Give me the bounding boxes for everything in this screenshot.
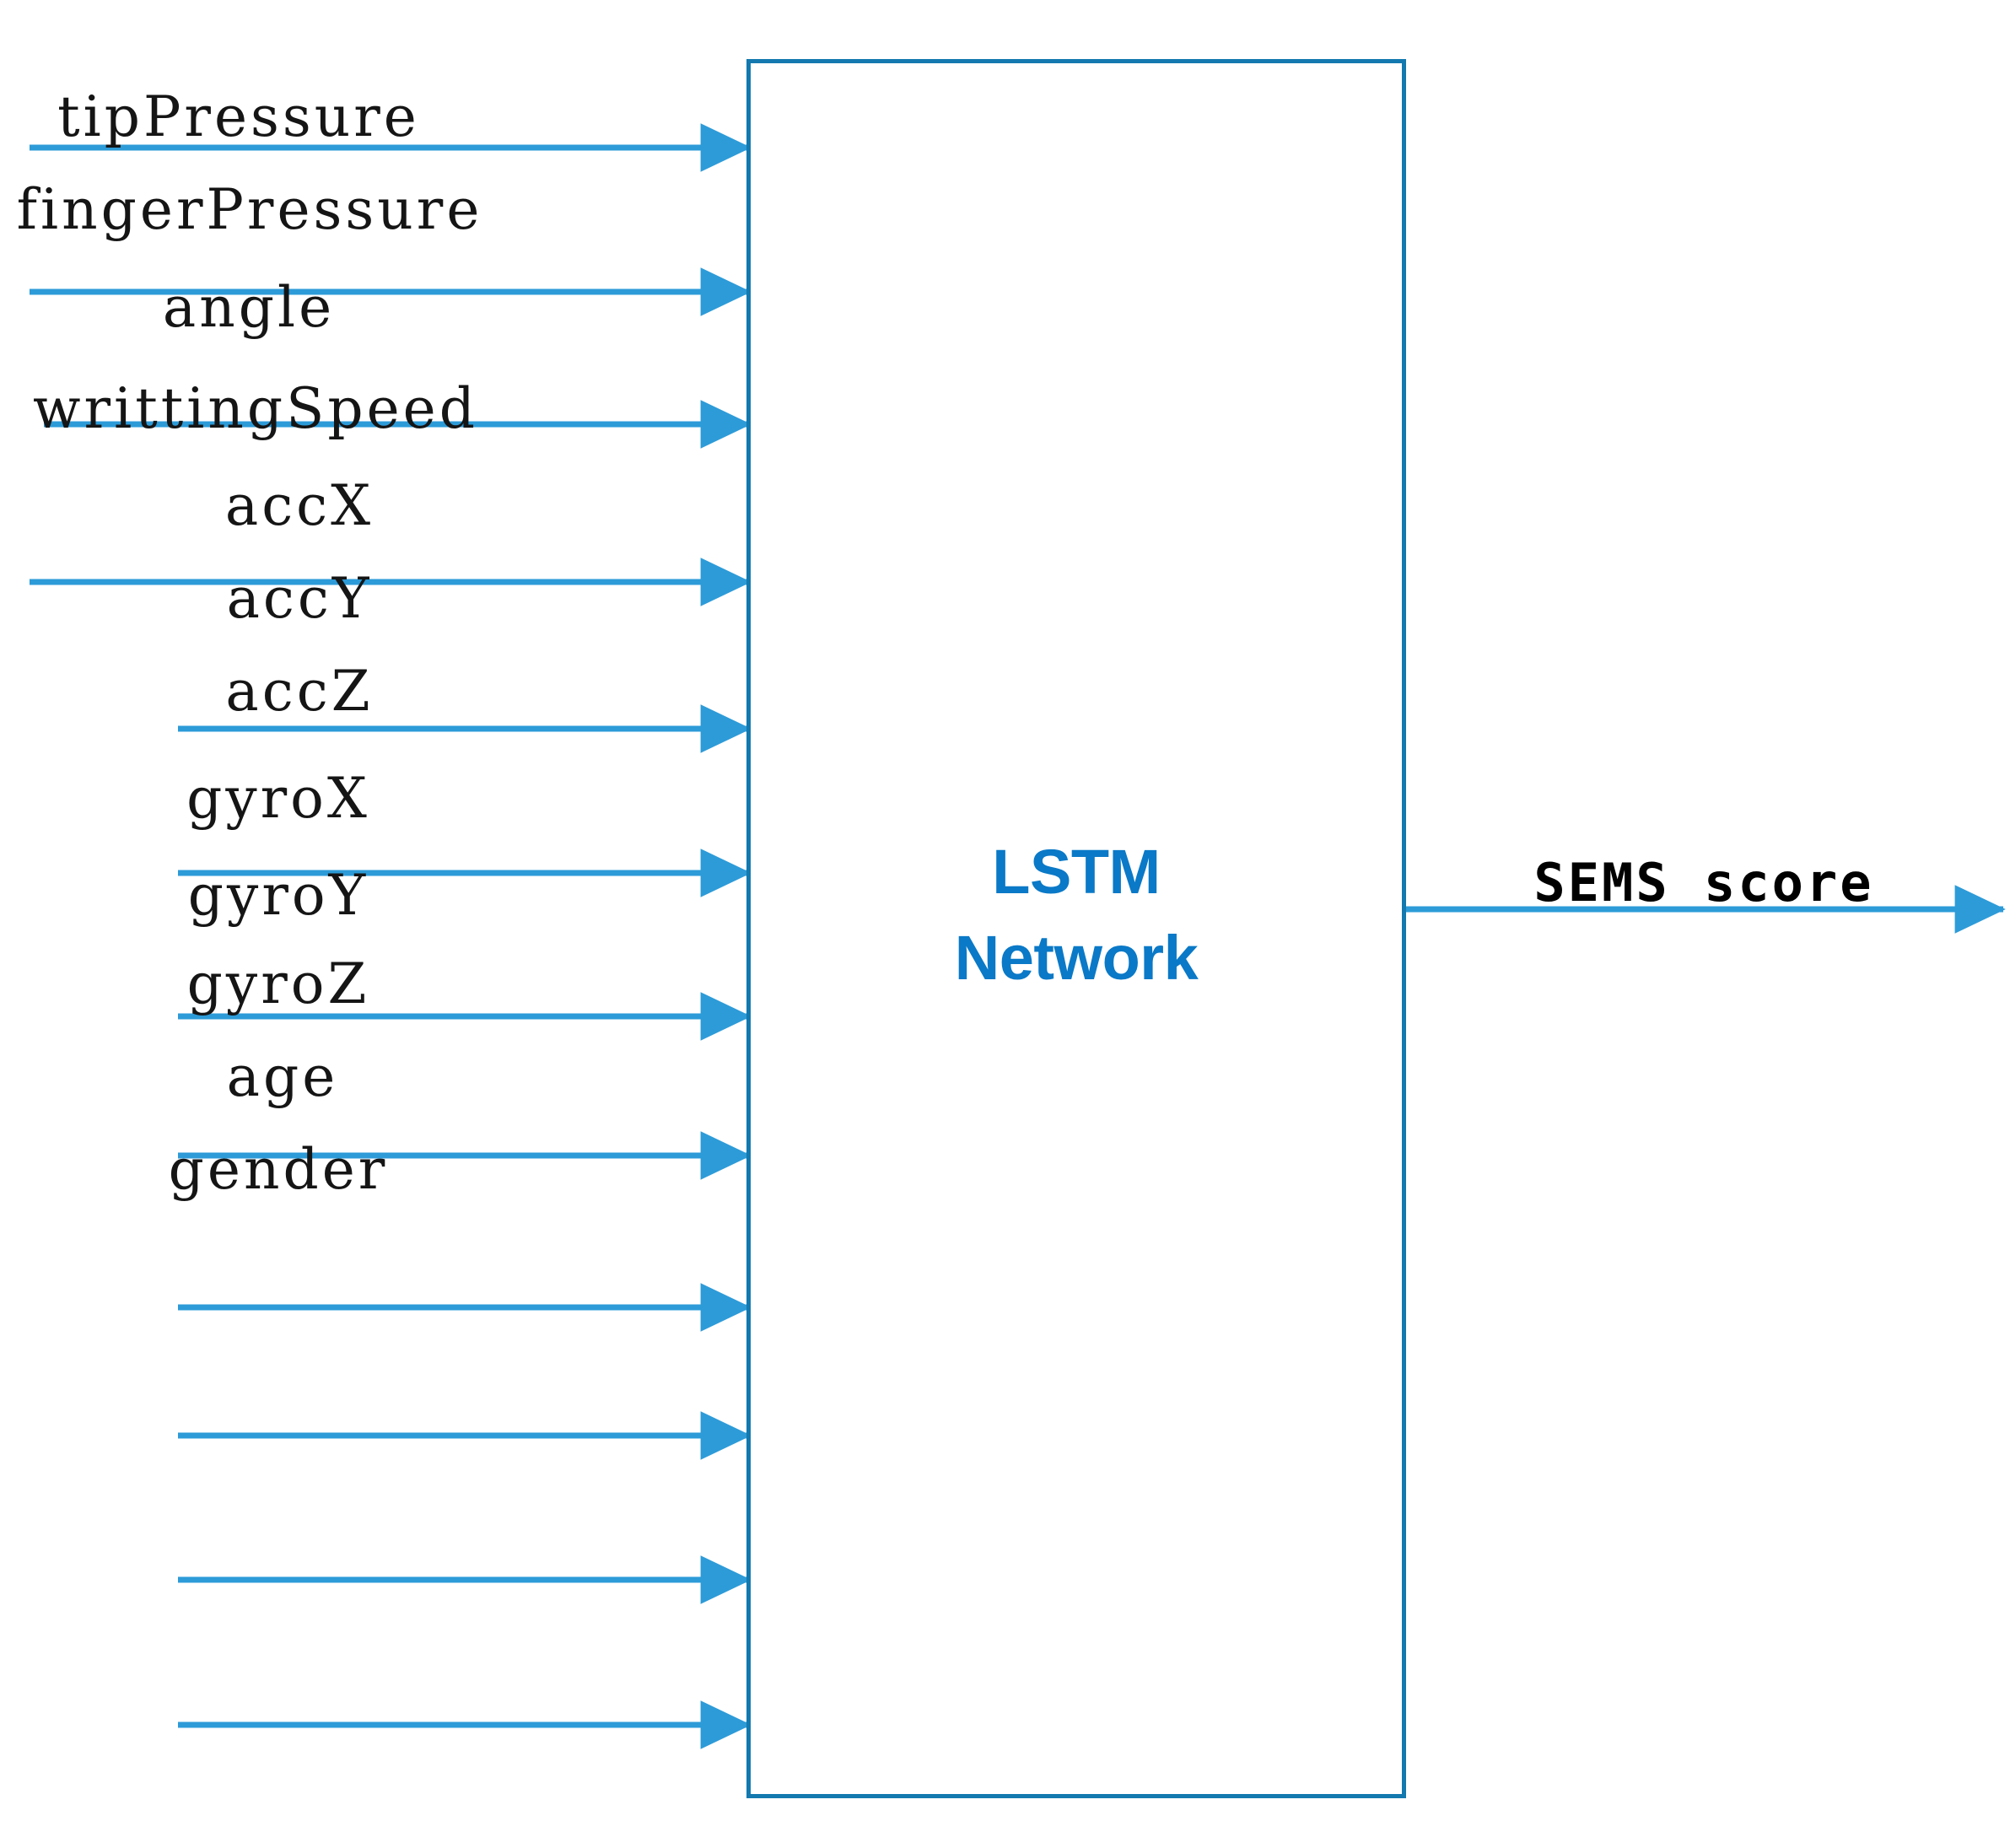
input-feature-label-accz: accZ (225, 659, 374, 724)
input-feature-label-gyroz: gyroZ (186, 951, 370, 1016)
output-score-label: SEMS score (1533, 852, 1874, 913)
lstm-network-label: LSTM Network (954, 837, 1199, 994)
input-feature-label-age: age (226, 1044, 339, 1109)
input-feature-label-fingerpressure: fingerPressure (16, 177, 483, 242)
input-feature-label-gyroy: gyroY (187, 863, 369, 928)
input-feature-label-gender: gender (168, 1137, 389, 1202)
input-feature-label-accx: accX (224, 473, 375, 538)
input-feature-label-gyrox: gyroX (186, 766, 370, 831)
input-feature-label-angle: angle (162, 275, 336, 340)
input-feature-label-tippressure: tipPressure (57, 84, 420, 149)
lstm-network-box[interactable] (746, 59, 1406, 1798)
input-feature-label-writtingspeed: writtingSpeed (33, 376, 478, 441)
input-arrow-group (30, 123, 752, 1749)
input-feature-label-accy: accY (226, 566, 373, 631)
